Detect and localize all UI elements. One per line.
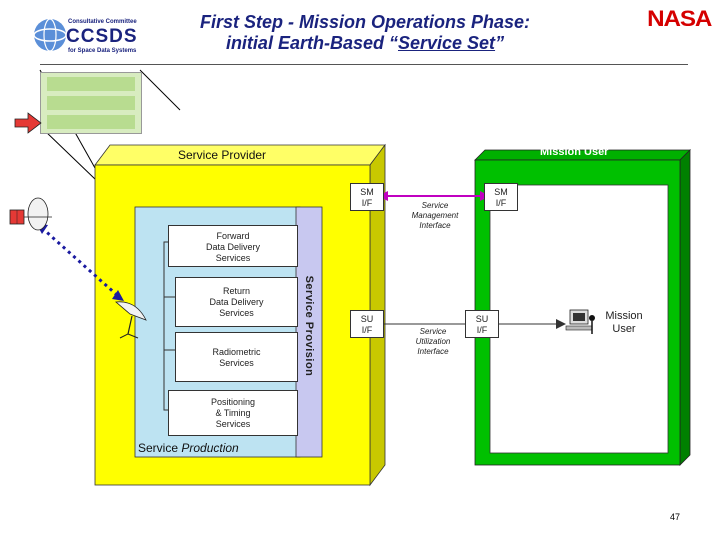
su-if-user-box[interactable]: SU I/F [465, 310, 499, 338]
radiometric-services-box[interactable]: Radiometric Services [175, 332, 298, 382]
radiometric-line1: Radiometric [212, 347, 261, 357]
page-number: 47 [669, 512, 680, 522]
workstation-icon [565, 309, 595, 334]
service-production-label: Service Production [138, 441, 239, 455]
forward-line2: Data Delivery [205, 242, 261, 252]
su-if-user-line2: I/F [476, 325, 488, 335]
service-management-interface-label: Service Management Interface [398, 201, 472, 231]
thumbnail-row-2 [47, 96, 135, 110]
return-line3: Services [219, 308, 254, 318]
sui-line2: Utilization [415, 337, 451, 346]
positioning-line3: Services [215, 419, 251, 429]
positioning-line2: & Timing [215, 408, 251, 418]
sm-if-provider-line2: I/F [361, 198, 373, 208]
su-user-arrow [556, 319, 566, 329]
logo-wordmark: CCSDS [66, 26, 138, 47]
sm-if-provider-line1: SM [360, 187, 374, 197]
smi-line1: Service [421, 201, 449, 210]
nasa-logo: NASA [646, 6, 712, 31]
sm-if-user-box[interactable]: SM I/F [484, 183, 518, 211]
thumbnail-row-3 [47, 115, 135, 129]
thumbnail-pointer-line-bottom [43, 129, 97, 181]
service-utilization-interface-label: Service Utilization Interface [398, 327, 468, 357]
ccsds-logo: Consultative Committee CCSDS for Space D… [30, 12, 145, 58]
sm-if-provider-box[interactable]: SM I/F [350, 183, 384, 211]
return-line2: Data Delivery [209, 297, 264, 307]
ccsds-globe-icon [33, 18, 67, 52]
sui-line1: Service [419, 327, 447, 336]
thumbnail-inset[interactable] [40, 72, 142, 134]
ground-antenna-icon [115, 301, 147, 339]
pointer-arrow-icon [14, 112, 42, 134]
return-data-delivery-services-box[interactable]: Return Data Delivery Services [175, 277, 298, 327]
sui-line3: Interface [417, 347, 449, 356]
thumbnail-row-1 [47, 77, 135, 91]
sm-if-user-line2: I/F [495, 198, 507, 208]
positioning-line1: Positioning [210, 397, 256, 407]
mission-user-line1: Mission [605, 310, 643, 322]
mission-user-label: Mission User [596, 310, 652, 336]
su-if-user-line1: SU [475, 314, 489, 324]
space-link-arrow-down [112, 290, 124, 301]
forward-line1: Forward [216, 231, 250, 241]
forward-data-delivery-services-box[interactable]: Forward Data Delivery Services [168, 225, 298, 267]
satellite-icon [9, 197, 52, 231]
thumbnail-pointer-line-top-right [139, 69, 181, 111]
service-production-label-prefix: Service [138, 441, 182, 455]
service-provision-label: Service Provision [303, 275, 315, 377]
return-line1: Return [222, 286, 250, 296]
mission-user-line2: User [612, 323, 636, 335]
logo-line1: Consultative Committee [68, 19, 137, 25]
radiometric-line2: Services [219, 358, 254, 368]
smi-line3: Interface [419, 221, 451, 230]
service-production-label-em: Production [181, 441, 239, 455]
mission-user-region-label: Mission User [540, 146, 609, 158]
mission-user-side-face [679, 149, 691, 466]
title-line-2-start: initial Earth-Based “ [225, 33, 398, 53]
smi-line2: Management [411, 211, 459, 220]
su-if-provider-line2: I/F [361, 325, 373, 335]
logo-line2: for Space Data Systems [68, 48, 137, 54]
service-provision-bar [295, 206, 323, 458]
su-if-provider-line1: SU [360, 314, 374, 324]
slide-title: First Step - Mission Operations Phase: i… [150, 12, 580, 54]
header-divider [40, 64, 688, 65]
su-if-provider-box[interactable]: SU I/F [350, 310, 384, 338]
positioning-timing-services-box[interactable]: Positioning & Timing Services [168, 390, 298, 436]
sm-if-user-line1: SM [494, 187, 508, 197]
service-provider-label: Service Provider [178, 148, 267, 162]
title-line-2: initial Earth-Based “Service Set” [150, 33, 580, 54]
service-set-link[interactable]: Service Set [397, 33, 496, 53]
services-bracket [163, 241, 168, 411]
title-line-2-end: ” [495, 33, 505, 53]
space-link-dotted [40, 226, 120, 298]
forward-line3: Services [215, 253, 251, 263]
title-line-1: First Step - Mission Operations Phase: [199, 12, 531, 32]
